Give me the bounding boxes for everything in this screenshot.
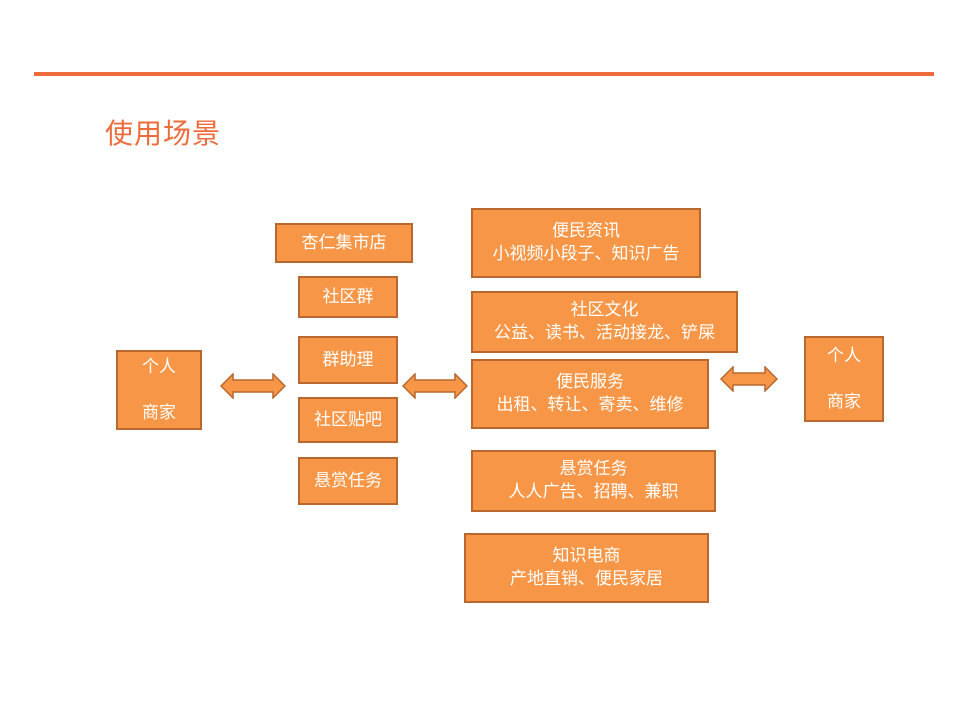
- page-title: 使用场景: [105, 117, 222, 150]
- channel-box-4: 社区贴吧: [298, 397, 398, 443]
- service-box-4: 悬赏任务 人人广告、招聘、兼职: [471, 450, 716, 512]
- channel-label: 社区群: [322, 286, 374, 307]
- service-detail: 人人广告、招聘、兼职: [508, 482, 679, 502]
- right-party-box: 个人 商家: [804, 336, 884, 422]
- channel-box-3: 群助理: [298, 336, 398, 384]
- service-title: 便民服务: [556, 372, 624, 392]
- double-arrow-icon: [402, 373, 468, 399]
- channel-label: 杏仁集市店: [301, 232, 387, 253]
- service-title: 便民资讯: [552, 221, 620, 241]
- right-party-line1: 个人: [827, 346, 861, 366]
- channel-label: 社区贴吧: [314, 409, 382, 430]
- service-title: 悬赏任务: [559, 459, 628, 479]
- service-detail: 小视频小段子、知识广告: [492, 244, 680, 264]
- service-title: 知识电商: [552, 546, 621, 566]
- channel-label: 悬赏任务: [314, 470, 382, 491]
- channel-box-2: 社区群: [298, 276, 398, 318]
- left-party-line1: 个人: [142, 357, 176, 377]
- service-title: 社区文化: [570, 300, 639, 320]
- channel-box-5: 悬赏任务: [298, 457, 398, 505]
- double-arrow-icon: [220, 373, 286, 399]
- service-box-5: 知识电商 产地直销、便民家居: [464, 533, 709, 603]
- channel-box-1: 杏仁集市店: [275, 223, 413, 263]
- service-detail: 公益、读书、活动接龙、铲屎: [494, 323, 715, 343]
- service-box-1: 便民资讯 小视频小段子、知识广告: [471, 208, 701, 278]
- channel-label: 群助理: [322, 349, 374, 370]
- service-detail: 出租、转让、寄卖、维修: [496, 395, 684, 415]
- service-detail: 产地直销、便民家居: [510, 569, 663, 589]
- left-party-line2: 商家: [142, 403, 176, 423]
- header-divider: [34, 72, 934, 76]
- service-box-3: 便民服务 出租、转让、寄卖、维修: [471, 359, 709, 429]
- right-party-line2: 商家: [827, 392, 861, 412]
- service-box-2: 社区文化 公益、读书、活动接龙、铲屎: [471, 291, 738, 353]
- double-arrow-icon: [720, 366, 778, 392]
- left-party-box: 个人 商家: [116, 350, 202, 430]
